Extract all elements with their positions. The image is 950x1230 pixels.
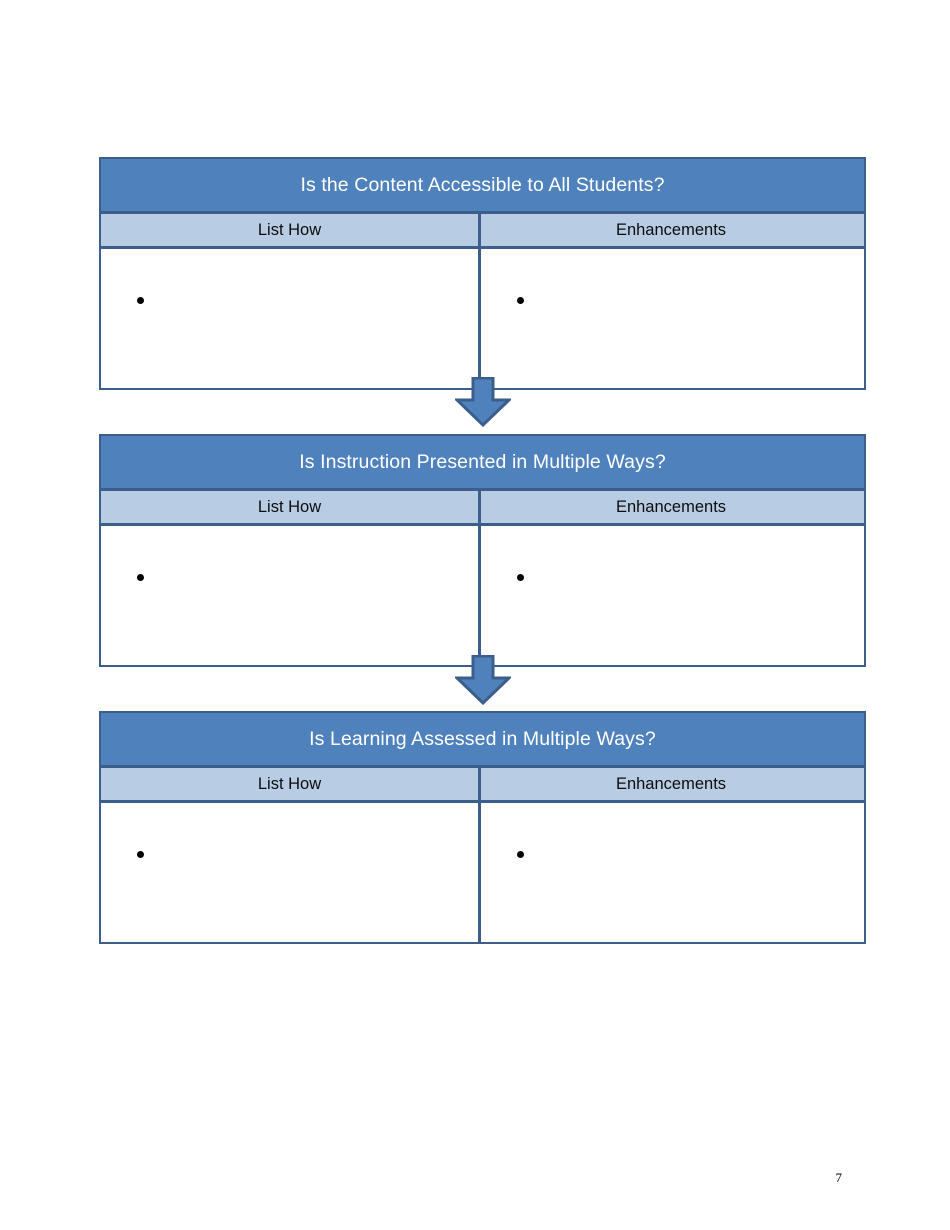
cell-list-how-2[interactable] bbox=[101, 526, 481, 665]
list-item bbox=[137, 297, 154, 304]
section-subheader-row-2: List How Enhancements bbox=[101, 491, 864, 526]
page-number: 7 bbox=[835, 1170, 843, 1185]
section-block-1: Is the Content Accessible to All Student… bbox=[99, 157, 866, 390]
bullet-icon bbox=[137, 297, 144, 304]
cell-enhancements-3[interactable] bbox=[481, 803, 861, 942]
section-body-row-3 bbox=[101, 803, 864, 942]
list-item bbox=[137, 574, 154, 581]
column-header-list-how-3: List How bbox=[101, 768, 481, 800]
bullet-icon bbox=[137, 574, 144, 581]
column-header-list-how-1: List How bbox=[101, 214, 481, 246]
cell-enhancements-1[interactable] bbox=[481, 249, 861, 388]
bullet-icon bbox=[517, 851, 524, 858]
section-title-3: Is Learning Assessed in Multiple Ways? bbox=[101, 713, 864, 768]
section-title-2: Is Instruction Presented in Multiple Way… bbox=[101, 436, 864, 491]
section-title-1: Is the Content Accessible to All Student… bbox=[101, 159, 864, 214]
section-block-3: Is Learning Assessed in Multiple Ways? L… bbox=[99, 711, 866, 944]
section-body-row-2 bbox=[101, 526, 864, 665]
section-subheader-row-3: List How Enhancements bbox=[101, 768, 864, 803]
column-header-enhancements-3: Enhancements bbox=[615, 774, 727, 793]
list-item bbox=[517, 851, 534, 858]
list-item bbox=[137, 851, 154, 858]
down-arrow-icon-2 bbox=[455, 655, 511, 705]
bullet-icon bbox=[517, 297, 524, 304]
column-header-enhancements-2: Enhancements bbox=[615, 497, 727, 516]
cell-enhancements-2[interactable] bbox=[481, 526, 861, 665]
down-arrow-icon-1 bbox=[455, 377, 511, 427]
section-body-row-1 bbox=[101, 249, 864, 388]
list-item bbox=[517, 574, 534, 581]
section-subheader-row-1: List How Enhancements bbox=[101, 214, 864, 249]
cell-list-how-3[interactable] bbox=[101, 803, 481, 942]
bullet-icon bbox=[137, 851, 144, 858]
list-item bbox=[517, 297, 534, 304]
cell-list-how-1[interactable] bbox=[101, 249, 481, 388]
column-header-enhancements-1: Enhancements bbox=[615, 220, 727, 239]
column-header-list-how-2: List How bbox=[101, 491, 481, 523]
bullet-icon bbox=[517, 574, 524, 581]
section-block-2: Is Instruction Presented in Multiple Way… bbox=[99, 434, 866, 667]
